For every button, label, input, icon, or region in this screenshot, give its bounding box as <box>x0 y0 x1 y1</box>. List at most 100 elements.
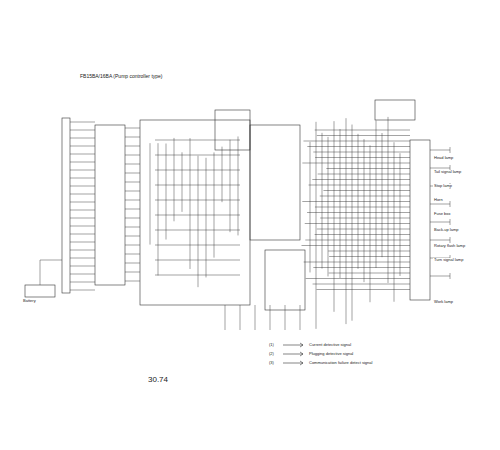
wire <box>255 305 256 330</box>
wire <box>334 121 335 312</box>
wire-label: Battery <box>22 299 37 303</box>
wire <box>125 254 140 255</box>
wire <box>40 260 62 261</box>
wire <box>155 200 240 201</box>
wire <box>70 290 95 291</box>
wire <box>70 202 95 203</box>
wire <box>329 273 410 274</box>
wire <box>70 162 95 163</box>
wire <box>70 146 95 147</box>
wire <box>198 156 199 287</box>
wire <box>305 240 410 241</box>
wire <box>70 122 95 123</box>
wire <box>70 154 95 155</box>
wire <box>155 140 240 141</box>
wire <box>206 158 207 278</box>
wire <box>125 281 140 282</box>
wire <box>155 245 240 246</box>
wire <box>125 200 140 201</box>
wire <box>155 155 240 156</box>
wire <box>317 135 410 136</box>
wire <box>125 227 140 228</box>
wire <box>125 155 140 156</box>
wire-label: Rotary flash lamp <box>433 244 466 248</box>
wire <box>302 245 410 246</box>
legend-line <box>283 363 303 364</box>
wire <box>70 242 95 243</box>
wire <box>155 275 240 276</box>
wire <box>70 258 95 259</box>
wire <box>323 190 410 191</box>
wire <box>240 305 241 330</box>
wire <box>450 201 451 207</box>
wire <box>450 273 451 279</box>
wire <box>328 137 329 277</box>
wire-label: (3) <box>268 361 275 365</box>
wire <box>70 266 95 267</box>
relay-box <box>250 125 300 240</box>
wire <box>329 256 410 257</box>
wire <box>309 185 410 186</box>
battery-symbol <box>25 285 55 297</box>
wire <box>125 245 140 246</box>
wire <box>310 142 311 273</box>
wire <box>214 152 215 257</box>
wire <box>382 133 383 257</box>
wire <box>346 118 347 324</box>
wire <box>285 305 286 330</box>
wire <box>320 218 410 219</box>
wire <box>70 130 95 131</box>
wire <box>70 170 95 171</box>
legend-arrow <box>300 343 303 365</box>
wire <box>182 152 183 212</box>
controller-box <box>140 120 250 305</box>
wire <box>352 125 353 321</box>
wire <box>125 164 140 165</box>
wire <box>125 218 140 219</box>
wire <box>125 137 140 138</box>
legend-line <box>283 345 303 346</box>
page-number: 30.74 <box>148 376 168 384</box>
wire-label: Stop lamp <box>433 184 453 188</box>
wire <box>315 157 410 158</box>
wire <box>158 143 159 275</box>
switch-symbol <box>375 100 415 120</box>
relay-box <box>215 110 250 150</box>
legend-text: Current detective signal <box>308 343 352 347</box>
wire <box>430 240 450 241</box>
wire <box>430 204 450 205</box>
wire <box>340 129 341 278</box>
relay-box <box>265 250 305 310</box>
wire-label: Horn <box>433 198 444 202</box>
wire <box>313 284 410 285</box>
wire <box>394 142 395 302</box>
wire <box>70 194 95 195</box>
wire-label: (2) <box>268 352 275 356</box>
wire-label: Turn signal lamp <box>433 258 464 262</box>
wire-label: Tail signal lamp <box>433 170 462 174</box>
wire <box>125 209 140 210</box>
wire <box>40 260 41 285</box>
wire <box>430 222 450 223</box>
wire <box>306 278 410 279</box>
wire <box>450 147 451 153</box>
wire <box>125 272 140 273</box>
wire <box>316 122 317 329</box>
wire <box>430 168 450 169</box>
wire <box>238 136 239 235</box>
wire <box>364 139 365 282</box>
wire <box>400 153 401 276</box>
wire <box>312 179 410 180</box>
wire-label: Head lamp <box>433 156 454 160</box>
wire <box>125 191 140 192</box>
wire-label: Work lamp <box>433 300 454 304</box>
wire-label: Back-up lamp <box>433 228 459 232</box>
legend-text: Plugging detective signal <box>308 352 354 356</box>
wire <box>315 207 410 208</box>
wire <box>70 234 95 235</box>
wire <box>125 128 140 129</box>
wire <box>315 234 410 235</box>
wire-label: Fuse box <box>433 212 451 216</box>
wire <box>70 210 95 211</box>
wire <box>376 120 377 267</box>
